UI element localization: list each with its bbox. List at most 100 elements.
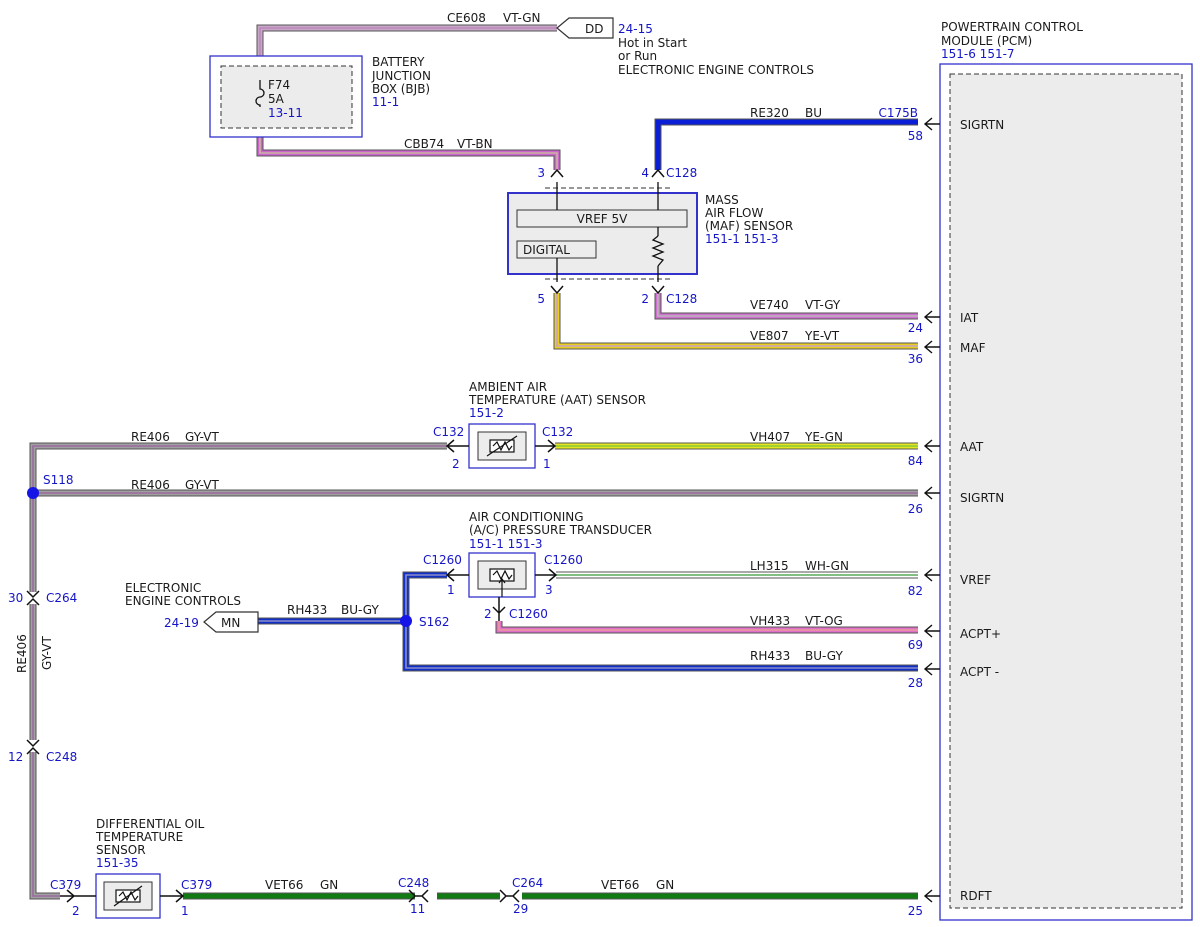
pcm-signal-vref: VREF [960, 573, 991, 587]
c248-pin: 12 [8, 750, 23, 764]
pin-arrow-84 [923, 439, 940, 453]
pin-arrow-26 [923, 486, 940, 500]
splice-s118-label: S118 [43, 473, 74, 487]
splice-s162-label: S162 [419, 615, 450, 629]
maf-name-line-3: (MAF) SENSOR [705, 219, 793, 233]
splice-s162-dot [400, 615, 412, 627]
wire-label-vh407-circuit: VH407 [750, 430, 790, 444]
acpt-pin-1: 1 [447, 583, 455, 597]
wire-label-cbb74-circuit: CBB74 [404, 137, 444, 151]
dd-connector-shape [556, 17, 614, 39]
maf-pin-arrows [550, 168, 665, 295]
vertical-run: 30 C264 12 C248 RE406 GY-VT [8, 590, 77, 764]
wire-tracer-rh433c [405, 574, 447, 621]
aat-name-line-2: TEMPERATURE (AAT) SENSOR [468, 393, 646, 407]
inline-c248-arrows [408, 889, 429, 903]
dd-connector-label: DD [585, 22, 603, 36]
c248-name: C248 [46, 750, 77, 764]
ac-pressure-transducer: AIR CONDITIONING (A/C) PRESSURE TRANSDUC… [423, 510, 652, 621]
splices: S118 S162 [27, 473, 450, 629]
wire-tracer-vh433 [498, 621, 918, 631]
wire-tracer-re320 [657, 121, 918, 170]
bjb-name-line-3: BOX (BJB) [372, 82, 430, 96]
acpt-connector-right: C1260 [544, 553, 583, 567]
bjb-name-line-2: JUNCTION [371, 69, 431, 83]
pcm-module: POWERTRAIN CONTROL MODULE (PCM) 151-6 15… [878, 20, 1193, 921]
wire-tracer-rh433b [405, 621, 918, 669]
aat-name-line-1: AMBIENT AIR [469, 380, 547, 394]
aat-connector-right: C132 [542, 425, 573, 439]
aat-sensor: AMBIENT AIR TEMPERATURE (AAT) SENSOR 151… [433, 380, 646, 471]
maf-name-line-2: AIR FLOW [705, 206, 764, 220]
pcm-pin-25: 25 [908, 904, 923, 918]
dot-thermistor-icon [113, 885, 143, 907]
maf-name-line-1: MASS [705, 193, 739, 207]
acpt-connector-bottom: C1260 [509, 607, 548, 621]
wire-base-re406d [30, 752, 60, 899]
pin-arrow-36 [923, 340, 940, 354]
dot-name-line-3: SENSOR [96, 843, 146, 857]
wire-re406-top [29, 442, 447, 592]
wire-label-vet66-right-color: GN [656, 878, 674, 892]
wire-label-rh433-mn-color: BU-GY [341, 603, 379, 617]
wire-tracer-ve740 [657, 293, 918, 317]
acpt-name-line-2: (A/C) PRESSURE TRANSDUCER [469, 523, 652, 537]
wire-tracer-ve807 [556, 293, 918, 347]
inline-c264-name: C264 [512, 876, 543, 890]
maf-connector-top: C128 [666, 166, 697, 180]
wire-label-vh433-color: VT-OG [805, 614, 843, 628]
wire-base-re406a [30, 443, 447, 592]
acpt-pin-arrows [445, 568, 558, 621]
maf-internal-lines [556, 182, 659, 282]
wire-label-re406-mid-circuit: RE406 [131, 478, 170, 492]
pcm-signal-acpt-minus: ACPT - [960, 665, 999, 679]
mn-connector-shape [203, 611, 259, 633]
c264-connector-arrows [26, 590, 40, 606]
bjb-inner [220, 65, 353, 129]
splice-s118-dot [27, 487, 39, 499]
hot-feed-line-1: Hot in Start [618, 36, 687, 50]
pin-arrow-69 [923, 624, 940, 638]
wire-label-ve807-color: YE-VT [804, 329, 840, 343]
dot-name-line-1: DIFFERENTIAL OIL [96, 817, 205, 831]
maf-connector-bottom: C128 [666, 292, 697, 306]
inline-c264-pin: 29 [513, 902, 528, 916]
aat-pin-1: 1 [543, 457, 551, 471]
pcm-pin-28: 28 [908, 676, 923, 690]
wire-label-vh407-color: YE-GN [804, 430, 843, 444]
wire-label-ce608-color: VT-GN [503, 11, 540, 25]
fuse-name: F74 [268, 78, 290, 92]
maf-resistor-symbol [651, 235, 665, 267]
fuse-f74-symbol [255, 80, 265, 107]
acpt-name-line-1: AIR CONDITIONING [469, 510, 584, 524]
wire-label-rh433-pcm-circuit: RH433 [750, 649, 790, 663]
hot-feed-line-2: or Run [618, 49, 657, 63]
hot-feed-line-3: ELECTRONIC ENGINE CONTROLS [618, 63, 814, 77]
vertical-circuit-label: RE406 [15, 634, 29, 673]
inline-c264-arrows [499, 889, 520, 903]
aat-thermistor-icon [486, 435, 518, 457]
wire-labels: CE608 VT-GN CBB74 VT-BN RE320 BU VE740 V… [131, 11, 849, 892]
pcm-pin-24: 24 [908, 321, 923, 335]
pcm-signal-iat: IAT [960, 311, 979, 325]
pcm-pin-58: 58 [908, 129, 923, 143]
inline-c248-pin: 11 [410, 902, 425, 916]
battery-junction-box: F74 5A 13-11 BATTERY JUNCTION BOX (BJB) … [209, 55, 431, 138]
wire-tracer-re406d [32, 752, 60, 897]
maf-sensor: VREF 5V DIGITAL 3 4 C128 5 2 C128 MASS A… [507, 166, 793, 306]
bjb-ref: 11-1 [372, 95, 399, 109]
maf-digital-label: DIGITAL [523, 243, 570, 257]
wire-label-vet66-left-color: GN [320, 878, 338, 892]
wire-label-rh433-mn-circuit: RH433 [287, 603, 327, 617]
wire-base-vh433 [496, 621, 918, 633]
wire-re406-bottom [29, 752, 60, 900]
wire-tracer-re406a [32, 445, 447, 592]
aat-pin-2: 2 [452, 457, 460, 471]
pin-arrow-82 [923, 568, 940, 582]
wire-label-ve740-circuit: VE740 [750, 298, 789, 312]
pcm-pin-36: 36 [908, 352, 923, 366]
wire-base-re320 [655, 119, 918, 170]
inline-connectors: C248 11 C264 29 [398, 876, 543, 916]
maf-pin-2: 2 [641, 292, 649, 306]
